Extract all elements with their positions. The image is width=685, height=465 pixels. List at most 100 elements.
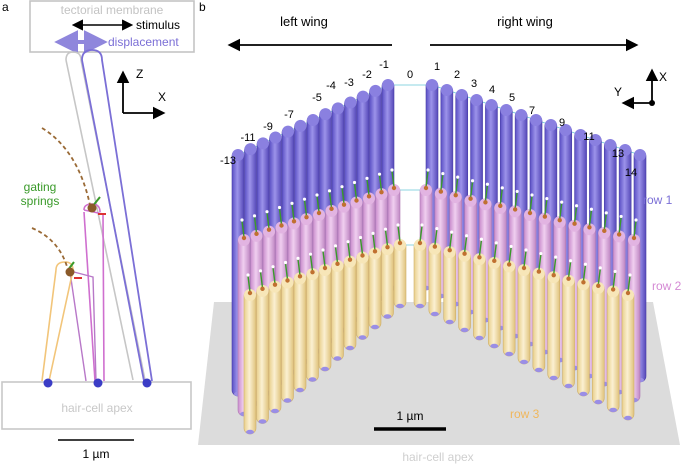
gating-springs-label-1: gating — [24, 180, 57, 194]
stereocilium-row3 — [458, 250, 471, 333]
gating-springs-label-2: springs — [21, 194, 60, 208]
gating-spring — [278, 208, 283, 225]
left-wing-label: left wing — [280, 14, 328, 29]
stereocilium-tip-row1 — [269, 131, 282, 144]
stereocilium-tip-row1 — [455, 89, 468, 101]
channel-dot — [453, 192, 458, 198]
lower-tip-link — [31, 227, 69, 271]
stereocilium-row3 — [268, 281, 282, 414]
rootlet-tall — [142, 378, 152, 388]
stereocilium-rootlet — [416, 303, 424, 309]
tip-link-end — [509, 244, 513, 249]
stimulus-label: stimulus — [136, 18, 180, 32]
stereocilium-rootlet — [371, 324, 379, 330]
channel-dot — [254, 231, 259, 237]
gating-spring — [241, 220, 245, 238]
stereocilium-tip-row1 — [515, 109, 528, 121]
gating-spring — [341, 187, 345, 204]
stereocilium-rootlet — [358, 335, 367, 340]
gating-spring — [259, 271, 264, 288]
stereocilium-tip-row1 — [574, 129, 587, 141]
stereocilium-tip-row1 — [307, 114, 319, 126]
channel-dot — [391, 185, 397, 191]
channel-dot — [447, 247, 452, 253]
stereocilium-rootlet — [460, 327, 469, 333]
gating-spring — [508, 247, 512, 264]
gating-spring — [478, 240, 483, 257]
channel-dot — [572, 221, 577, 226]
tip-link-end — [628, 273, 632, 277]
rootlet-mid — [93, 378, 103, 388]
tip-link-end — [246, 273, 250, 277]
channel-dot — [285, 278, 290, 283]
lower-channel — [65, 267, 75, 277]
stereocilium-rootlet — [383, 314, 392, 319]
gating-spring — [612, 272, 616, 289]
gating-spring — [559, 203, 563, 220]
tip-link-end — [352, 180, 357, 185]
tall-stereocilium-left — [81, 59, 145, 382]
channel-dot — [596, 283, 601, 289]
column-index-right: 5 — [509, 92, 515, 104]
mid-stereocilium-left — [83, 211, 96, 382]
tip-link-end — [333, 244, 338, 248]
gating-spring — [353, 183, 358, 200]
axis-origin-b — [649, 100, 655, 106]
gating-spring — [484, 185, 489, 202]
gating-spring — [449, 233, 453, 250]
stereocilium-row3 — [606, 286, 620, 413]
scale-bar-a-label: 1 µm — [83, 447, 110, 461]
channel-dot — [316, 210, 322, 216]
channel-dot — [616, 232, 622, 237]
column-index-left: -9 — [263, 121, 273, 133]
gating-spring — [538, 254, 542, 271]
channel-dot — [341, 202, 347, 207]
channel-dot — [610, 287, 616, 292]
channel-dot — [536, 269, 542, 274]
channel-dot — [423, 185, 429, 191]
tip-link-end — [265, 210, 269, 214]
rootlet-short — [43, 378, 53, 388]
stereocilium-rootlet — [283, 398, 292, 403]
channel-dot — [272, 282, 278, 287]
stereocilium-row3 — [368, 248, 382, 330]
channel-dot — [432, 244, 438, 249]
channel-dot — [310, 269, 315, 275]
gating-spring — [523, 250, 527, 268]
short-stereocilium-left — [41, 269, 57, 382]
stereocilium-row3 — [256, 285, 269, 424]
scale-bar-b-label: 1 µm — [397, 409, 424, 423]
stereocilium-row3 — [293, 273, 307, 393]
tip-link-end — [479, 237, 484, 241]
column-index-left: -7 — [284, 109, 294, 121]
short-stereocilium-right — [48, 261, 74, 382]
stereocilium-tip-row1 — [634, 149, 646, 161]
tip-link-end — [560, 200, 564, 204]
stereocilium-tip-row1 — [332, 102, 344, 115]
stereocilium-row3 — [577, 278, 590, 397]
gating-spring — [469, 181, 474, 198]
channel-dot — [354, 198, 359, 203]
axis-y-label-b: Y — [614, 85, 622, 99]
tip-link-end — [613, 269, 617, 274]
gating-spring — [440, 174, 444, 191]
channel-dot — [477, 255, 482, 260]
channel-dot — [366, 194, 372, 199]
rest-stereocilium-outline-left — [65, 59, 134, 381]
tip-link-end — [420, 223, 424, 227]
column-index-right: 2 — [454, 69, 460, 81]
stereocilium-rootlet — [534, 367, 543, 373]
column-index-left: -11 — [240, 132, 255, 144]
stereocilium-row3 — [318, 264, 332, 372]
channel-dot — [492, 258, 497, 264]
stereocilium-tip-row1 — [244, 143, 257, 156]
tip-link-end — [308, 252, 313, 256]
channel-dot — [241, 235, 247, 241]
gating-spring — [455, 178, 459, 195]
stereocilium-row3 — [343, 256, 357, 351]
channel-dot — [266, 227, 272, 232]
stereocilium-tip-row1 — [344, 96, 357, 109]
gating-spring — [334, 246, 339, 263]
channel-dot — [566, 276, 571, 281]
tip-link-end — [377, 172, 382, 176]
